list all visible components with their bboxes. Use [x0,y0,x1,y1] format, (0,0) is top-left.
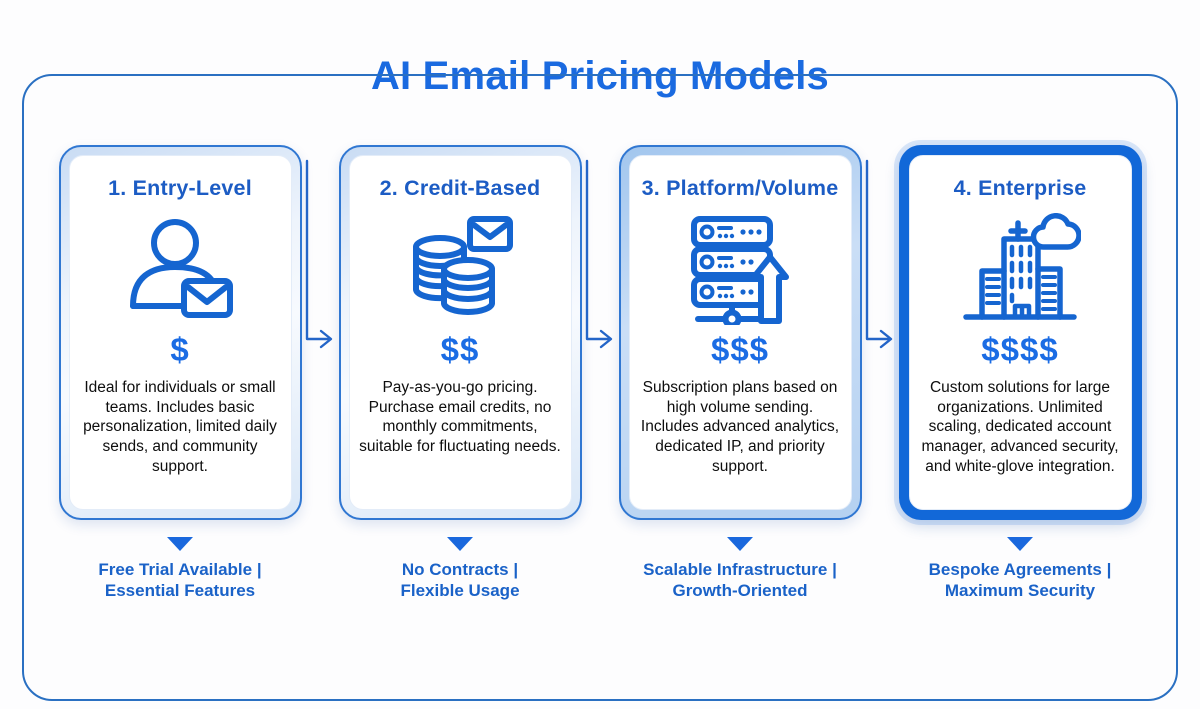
card-heading: 4. Enterprise [953,176,1087,200]
footer-line-1: Free Trial Available | [98,560,262,579]
elbow-right-arrow-icon [585,159,612,349]
card-description: Pay-as-you-go pricing. Purchase email cr… [359,379,561,456]
footer-line-1: Bespoke Agreements | [928,560,1112,579]
card-platform-volume: 3. Platform/Volume [618,145,862,520]
card-description: Subscription plans based on high volume … [640,379,840,475]
coins-email-icon [399,211,521,327]
footer-line-1: Scalable Infrastructure | [643,560,837,579]
card-credit-based: 2. Credit-Based [338,145,582,520]
card-footer-label: No Contracts | Flexible Usage [400,559,519,602]
footer-line-2: Flexible Usage [400,581,520,601]
pricing-column-credit-based: 2. Credit-Based [338,145,582,602]
elbow-right-arrow-icon [305,159,332,349]
card-entry-level: 1. Entry-Level $ Ideal for individuals o… [58,145,302,520]
card-footer-label: Bespoke Agreements | Maximum Security [929,559,1112,602]
down-triangle-icon [447,537,473,551]
card-enterprise-highlighted: 4. Enterprise [898,145,1142,520]
card-footer-label: Scalable Infrastructure | Growth-Oriente… [643,559,837,602]
footer-line-1: No Contracts | [401,560,519,579]
down-triangle-icon [727,537,753,551]
card-heading: 2. Credit-Based [379,176,541,200]
card-heading: 1. Entry-Level [108,176,252,200]
down-triangle-icon [167,537,193,551]
price-tier: $$$$ [981,331,1059,368]
pricing-cards-row: 1. Entry-Level $ Ideal for individuals o… [58,145,1142,602]
page-title: AI Email Pricing Models [370,54,830,98]
price-tier: $$$ [710,331,770,368]
card-footer-label: Free Trial Available | Essential Feature… [98,559,261,602]
price-tier: $$ [440,331,480,368]
pricing-column-platform-volume: 3. Platform/Volume [618,145,862,602]
buildings-cloud-icon [959,211,1081,327]
elbow-right-arrow-icon [865,159,892,349]
card-heading: 3. Platform/Volume [641,176,839,200]
footer-line-2: Essential Features [104,581,256,601]
price-tier: $ [170,331,190,368]
footer-line-2: Growth-Oriented [672,581,808,601]
card-description: Ideal for individuals or small teams. In… [83,379,277,475]
pricing-column-enterprise: 4. Enterprise [898,145,1142,602]
person-email-icon [119,211,241,327]
server-growth-icon [679,211,801,327]
down-triangle-icon [1007,537,1033,551]
card-description: Custom solutions for large organizations… [921,379,1119,475]
footer-line-2: Maximum Security [944,581,1096,601]
pricing-column-entry-level: 1. Entry-Level $ Ideal for individuals o… [58,145,302,602]
